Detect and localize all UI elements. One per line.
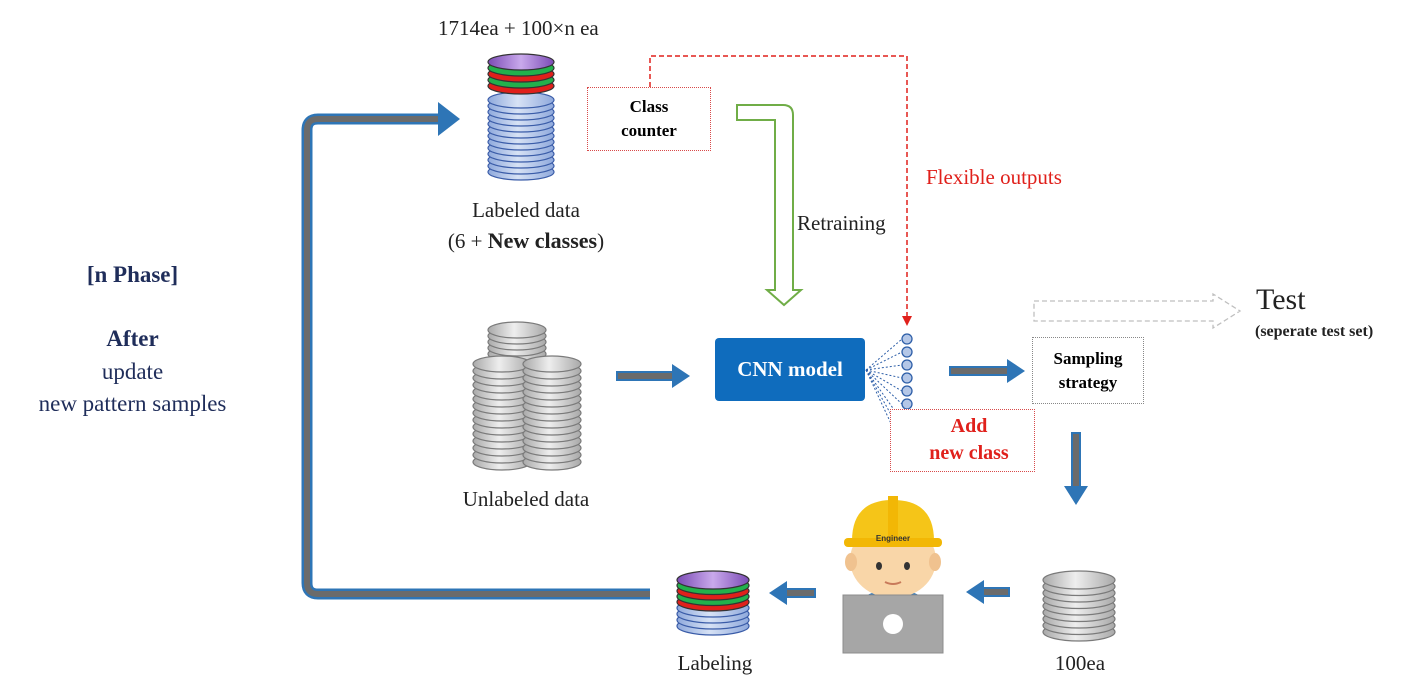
unlabeled-to-cnn-arrow bbox=[616, 364, 690, 388]
labeled-data-stack-icon bbox=[487, 53, 555, 181]
unlabeled-data-label: Unlabeled data bbox=[462, 487, 590, 511]
sampling-strategy-box: Sampling strategy bbox=[1032, 337, 1144, 404]
test-label: Test bbox=[1256, 283, 1306, 316]
update-label: update bbox=[101, 359, 164, 384]
new-pattern-label: new pattern samples bbox=[38, 391, 227, 416]
engineer-badge: Engineer bbox=[876, 534, 910, 543]
cnn-model-box: CNN model bbox=[715, 338, 865, 401]
engineer-icon: Engineer bbox=[842, 496, 944, 654]
hundred-ea-label: 100ea bbox=[1054, 651, 1106, 675]
hundred-ea-stack-icon bbox=[1042, 570, 1116, 642]
cnn-model-label: CNN model bbox=[737, 357, 843, 381]
labeled-data-label: Labeled data bbox=[472, 198, 580, 222]
labeling-stack-icon bbox=[676, 570, 750, 636]
sampling-to-hundred-arrow bbox=[1064, 432, 1088, 505]
engineer-to-labeling-arrow bbox=[769, 581, 816, 605]
retraining-label: Retraining bbox=[797, 211, 886, 235]
flexible-outputs-label: Flexible outputs bbox=[926, 165, 1062, 189]
labeled-classes-label: (6 + New classes) bbox=[447, 228, 605, 253]
hundred-to-engineer-arrow bbox=[966, 580, 1010, 604]
phase-title: [n Phase] bbox=[86, 262, 179, 287]
sampling-to-test-arrow bbox=[1033, 292, 1242, 330]
labeled-count-label: 1714ea + 100×n ea bbox=[438, 16, 599, 40]
unlabeled-data-stack-icon bbox=[472, 321, 582, 471]
sampling-line1: Sampling bbox=[1053, 348, 1123, 368]
after-label: After bbox=[106, 326, 159, 351]
add-new-class-box bbox=[890, 409, 1035, 472]
sampling-line2: strategy bbox=[1058, 372, 1118, 392]
retraining-arrow bbox=[736, 104, 804, 307]
class-counter-box: Class counter bbox=[587, 87, 711, 151]
feedback-loop-arrow bbox=[301, 102, 650, 600]
cnn-to-sampling-arrow bbox=[949, 359, 1025, 383]
test-subtitle: (seperate test set) bbox=[1255, 323, 1374, 340]
flexible-outputs-line bbox=[649, 55, 912, 326]
class-counter-line1: Class bbox=[629, 97, 669, 116]
labeling-label: Labeling bbox=[677, 651, 753, 675]
class-counter-line2: counter bbox=[621, 121, 677, 140]
